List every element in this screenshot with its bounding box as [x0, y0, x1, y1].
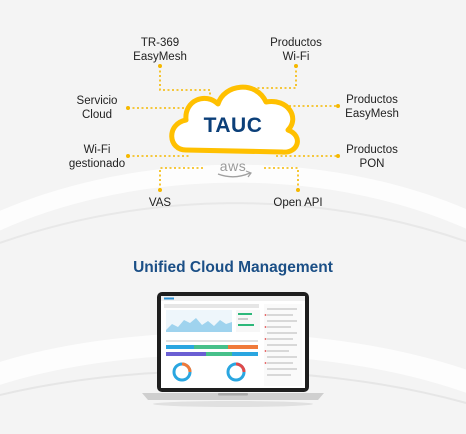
aws-smile-icon: [217, 172, 251, 178]
headline: Unified Cloud Management: [133, 259, 333, 276]
connector-vas: [159, 167, 205, 190]
tauc-diagram: [126, 64, 340, 192]
node-open-api: Open API: [273, 197, 323, 209]
connector-open-api: [262, 167, 299, 190]
cloud-icon: [169, 84, 300, 155]
connector-tr369: [159, 66, 211, 98]
tauc-label: TAUC: [203, 114, 263, 137]
aws-logo: aws: [219, 158, 247, 174]
laptop-dashboard-illustration: [142, 292, 324, 407]
node-vas: VAS: [148, 197, 172, 209]
